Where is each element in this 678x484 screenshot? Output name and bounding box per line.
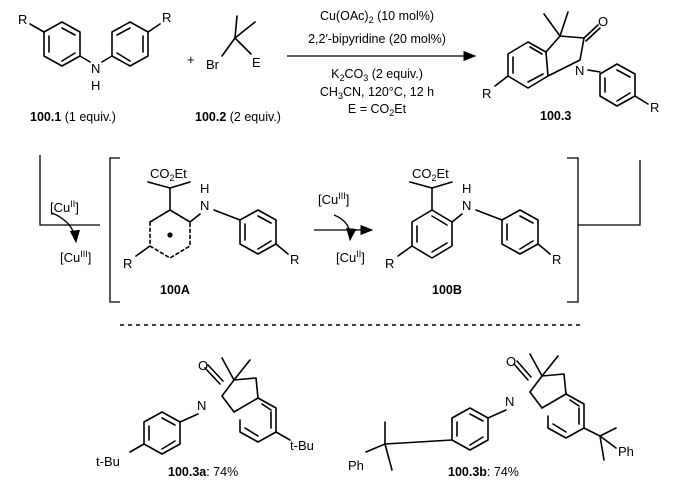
bromine-label: Br — [206, 57, 220, 72]
reaction-conditions: Cu(OAc)2 (10 mol%) 2,2′-bipyridine (20 m… — [308, 9, 446, 118]
hydrogen-label: H — [462, 181, 471, 196]
phenyl-label: Ph — [618, 444, 634, 459]
nh-label: N — [200, 198, 209, 213]
r-label: R — [482, 86, 491, 101]
cu-ii-label: [CuII] — [50, 199, 79, 215]
r-label: R — [123, 256, 132, 271]
intermediate-a-label: 100A — [160, 283, 190, 297]
cu-ii-label: [CuII] — [336, 249, 365, 265]
hydrogen-label: H — [200, 181, 209, 196]
r-label: R — [650, 100, 659, 115]
example-b-label: 100.3b: 74% — [448, 465, 519, 479]
cycle-connector-right — [578, 160, 641, 226]
svg-text:K2CO3 (2 equiv.): K2CO3 (2 equiv.) — [331, 67, 423, 83]
example-oxindole-cumyl: O Ph N Ph — [348, 353, 634, 473]
tbu-label: t-Bu — [96, 454, 120, 469]
cu-iii-label: [CuIII] — [60, 249, 91, 265]
example-a-label: 100.3a: 74% — [168, 465, 238, 479]
intermediate-b-label: 100B — [432, 283, 462, 297]
bracket-right — [567, 157, 579, 303]
intermediate-aromatic: CO2Et R N H R — [385, 166, 561, 271]
svg-text:CH3CN, 120°C, 12 h: CH3CN, 120°C, 12 h — [320, 85, 434, 101]
cycle-connector-left — [39, 155, 100, 226]
r-label: R — [552, 252, 561, 267]
ester-label: CO2Et — [150, 166, 187, 183]
reactant2-label: 100.2 (2 equiv.) — [195, 110, 281, 124]
r-label: R — [290, 252, 299, 267]
nh-label: N — [462, 198, 471, 213]
svg-text:E = CO2Et: E = CO2Et — [348, 102, 407, 118]
oxygen-label: O — [198, 358, 208, 373]
r-label: R — [385, 256, 394, 271]
phenyl-label: Ph — [348, 458, 364, 473]
curved-arrow-reduction — [333, 214, 357, 242]
oxygen-label: O — [598, 14, 608, 29]
product-oxindole: O N R R — [482, 11, 659, 115]
tbu-label: t-Bu — [290, 438, 314, 453]
plus-sign: + — [187, 52, 195, 67]
intermediate-radical: CO2Et R N H R — [123, 166, 299, 271]
oxygen-label: O — [506, 354, 516, 369]
reactant-alkyl-bromide: Br E — [206, 15, 261, 72]
example-oxindole-tbu: O t-Bu N t-Bu — [96, 357, 314, 469]
svg-text:Cu(OAc)2 (10 mol%): Cu(OAc)2 (10 mol%) — [320, 9, 434, 25]
bracket-left — [109, 157, 120, 303]
ester-label: CO2Et — [412, 166, 449, 183]
ester-e-label: E — [252, 55, 261, 70]
nitrogen-label: N — [575, 63, 584, 78]
reactant1-label: 100.1 (1 equiv.) — [30, 110, 116, 124]
nitrogen-label: N — [505, 394, 514, 409]
product-label: 100.3 — [540, 109, 571, 123]
reactant-diarylamine: R R N H — [18, 10, 171, 93]
r-label: R — [18, 12, 27, 27]
hydrogen-label: H — [91, 78, 100, 93]
nitrogen-label: N — [91, 61, 100, 76]
r-label: R — [162, 10, 171, 25]
svg-text:2,2′-bipyridine (20 mol%): 2,2′-bipyridine (20 mol%) — [308, 32, 446, 46]
cu-iii-label: [CuIII] — [318, 191, 349, 207]
nitrogen-label: N — [197, 398, 206, 413]
curved-arrow-oxidation — [51, 212, 81, 244]
